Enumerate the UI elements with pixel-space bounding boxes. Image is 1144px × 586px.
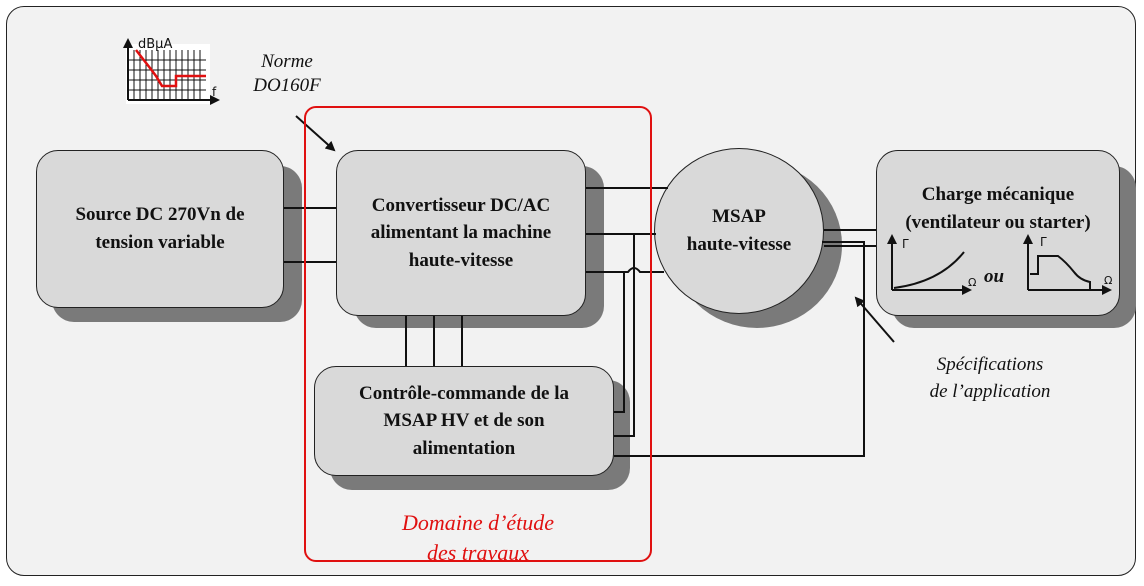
- fan-x-label: Ω: [968, 276, 976, 289]
- control-label-line1: Contrôle-commande de la: [358, 382, 570, 404]
- load-label-line1: Charge mécanique: [921, 184, 1075, 205]
- motor-label-line2: haute-vitesse: [686, 234, 792, 255]
- starter-x-label: Ω: [1104, 274, 1112, 287]
- emi-x-unit: f: [212, 85, 217, 99]
- converter-label-line2: alimentant la machine: [370, 222, 552, 244]
- curves-separator: ou: [984, 266, 1005, 287]
- fan-curve-path: [893, 251, 965, 289]
- current-feedback-1: [614, 272, 625, 413]
- norme-line2: DO160F: [253, 75, 321, 96]
- motor-circle: MSAP haute-vitesse: [654, 148, 824, 314]
- starter-curve-path: [1030, 255, 1091, 290]
- starter-y-label: Γ: [1040, 235, 1047, 249]
- converter-label-line3: haute-vitesse: [408, 249, 514, 271]
- load-block: Charge mécanique (ventilateur ou starter…: [876, 150, 1120, 316]
- specs-arrow: [854, 296, 895, 343]
- norme-line1: Norme: [261, 51, 313, 72]
- specs-line2: de l’application: [929, 381, 1051, 402]
- study-domain-line1: Domaine d’étude: [401, 510, 555, 535]
- current-feedback-2: [614, 234, 635, 437]
- emi-limit-curve: [135, 49, 206, 88]
- specs-line1: Spécifications: [936, 354, 1044, 375]
- control-block: Contrôle-commande de la MSAP HV et de so…: [314, 366, 614, 476]
- study-domain-label: Domaine d’étude des travaux: [304, 508, 652, 568]
- source-label-line1: Source DC 270Vn de: [75, 204, 245, 226]
- starter-torque-curve: Γ Ω: [1023, 234, 1112, 295]
- source-block: Source DC 270Vn de tension variable: [36, 150, 284, 308]
- load-label-line2: (ventilateur ou starter): [905, 211, 1091, 233]
- position-feedback: [614, 241, 865, 457]
- control-label-line2: MSAP HV et de son: [383, 410, 545, 432]
- specs-label: Spécifications de l’application: [880, 351, 1100, 405]
- fan-torque-curve: Γ Ω: [887, 234, 976, 295]
- fan-y-label: Γ: [902, 237, 909, 251]
- source-label-line2: tension variable: [95, 232, 225, 253]
- norme-arrow: [295, 115, 336, 152]
- emi-y-unit: dBµA: [138, 37, 172, 52]
- study-domain-box: [304, 106, 652, 562]
- study-domain-line2: des travaux: [426, 540, 530, 565]
- converter-block: Convertisseur DC/AC alimentant la machin…: [336, 150, 586, 316]
- norme-label: Norme DO160F: [244, 50, 330, 98]
- motor-label-line1: MSAP: [712, 205, 766, 227]
- control-label-line3: alimentation: [412, 437, 516, 459]
- emi-spectrum-chart: dBµA f: [123, 37, 220, 105]
- converter-label-line1: Convertisseur DC/AC: [371, 194, 551, 216]
